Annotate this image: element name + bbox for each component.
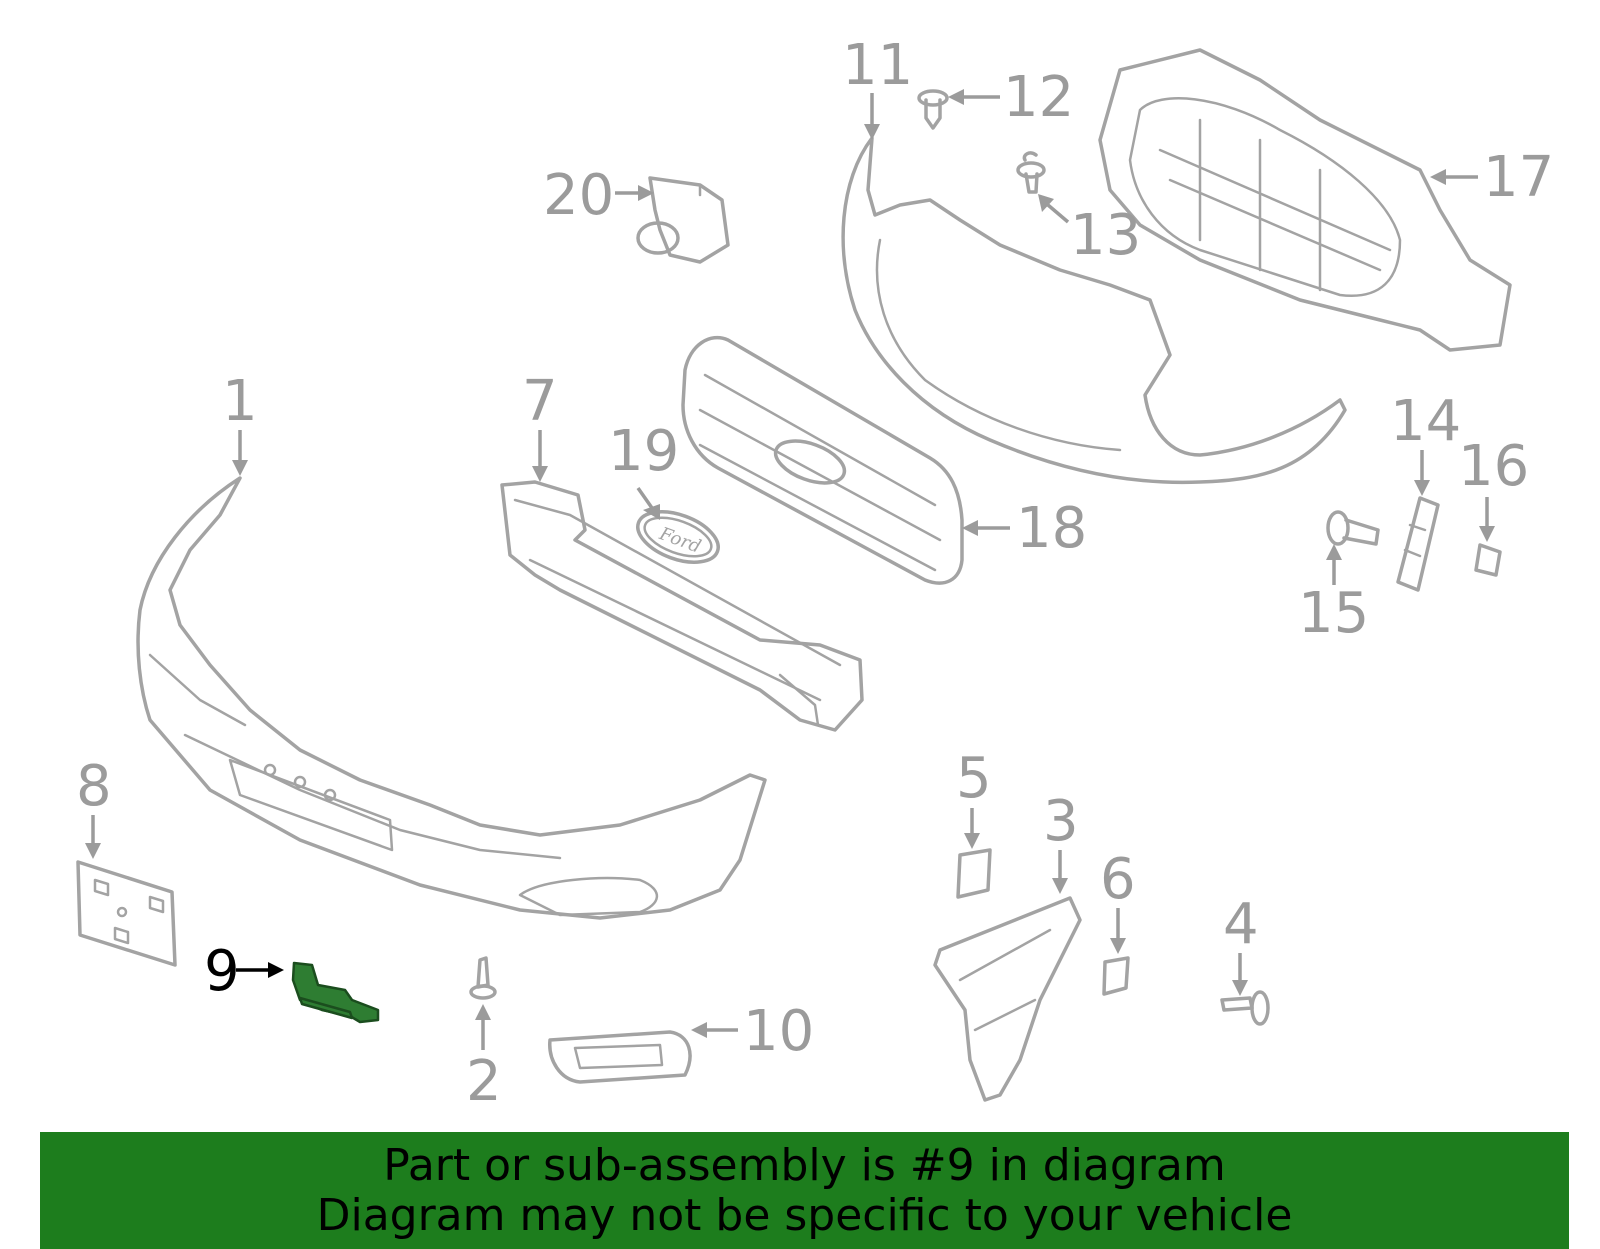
callout-17[interactable]: 17: [1483, 145, 1554, 210]
callout-3[interactable]: 3: [1043, 789, 1079, 854]
info-banner: Part or sub-assembly is #9 in diagram Di…: [40, 1132, 1569, 1249]
callout-7[interactable]: 7: [522, 369, 558, 434]
part-17-upper-grille[interactable]: [1098, 48, 1512, 352]
callout-16[interactable]: 16: [1458, 434, 1529, 499]
callout-20[interactable]: 20: [543, 163, 614, 228]
part-11-grille-opening-panel[interactable]: [841, 136, 1347, 485]
part-3-bracket[interactable]: [933, 896, 1082, 1102]
part-5-clip[interactable]: [956, 848, 992, 899]
part-10-fog-bezel[interactable]: [548, 1030, 692, 1084]
callout-12[interactable]: 12: [1003, 65, 1074, 130]
part-12-pin[interactable]: [917, 89, 949, 130]
callout-15[interactable]: 15: [1298, 581, 1369, 646]
callout-numbers: 1 7 19 18 11 12 13 17 20 14 16 15 8 9 2 …: [76, 33, 1554, 1114]
part-7-reinforcement[interactable]: [500, 480, 864, 732]
part-2-pin[interactable]: [469, 956, 497, 1000]
part-8-license-bracket[interactable]: [76, 860, 177, 967]
callout-2[interactable]: 2: [466, 1049, 502, 1114]
banner-line-1: Part or sub-assembly is #9 in diagram: [383, 1139, 1226, 1191]
callout-19[interactable]: 19: [608, 419, 679, 484]
part-14-bracket[interactable]: [1396, 496, 1440, 592]
part-13-retainer[interactable]: [1016, 151, 1046, 194]
callout-10[interactable]: 10: [743, 999, 814, 1064]
part-4-pin[interactable]: [1220, 990, 1270, 1026]
callout-13[interactable]: 13: [1070, 203, 1141, 268]
callout-6[interactable]: 6: [1100, 847, 1136, 912]
part-1-bumper-cover[interactable]: [136, 476, 767, 920]
part-6-clip[interactable]: [1102, 956, 1130, 996]
part-16-clip[interactable]: [1474, 543, 1502, 577]
part-18-grille[interactable]: [681, 335, 964, 585]
part-15-push-pin[interactable]: [1326, 510, 1380, 546]
part-20-sensor[interactable]: [636, 176, 730, 264]
banner-line-2: Diagram may not be specific to your vehi…: [316, 1189, 1293, 1241]
callout-4[interactable]: 4: [1223, 892, 1259, 957]
part-19-ford-emblem[interactable]: Ford: [631, 502, 725, 572]
callout-9[interactable]: 9: [204, 939, 240, 1004]
callout-18[interactable]: 18: [1016, 496, 1087, 561]
callout-14[interactable]: 14: [1390, 389, 1461, 454]
callout-arrows: [85, 89, 1495, 1050]
callout-5[interactable]: 5: [956, 746, 992, 811]
callout-8[interactable]: 8: [76, 754, 112, 819]
callout-1[interactable]: 1: [222, 369, 258, 434]
callout-11[interactable]: 11: [842, 33, 913, 98]
part-9-highlighted[interactable]: [291, 961, 380, 1024]
